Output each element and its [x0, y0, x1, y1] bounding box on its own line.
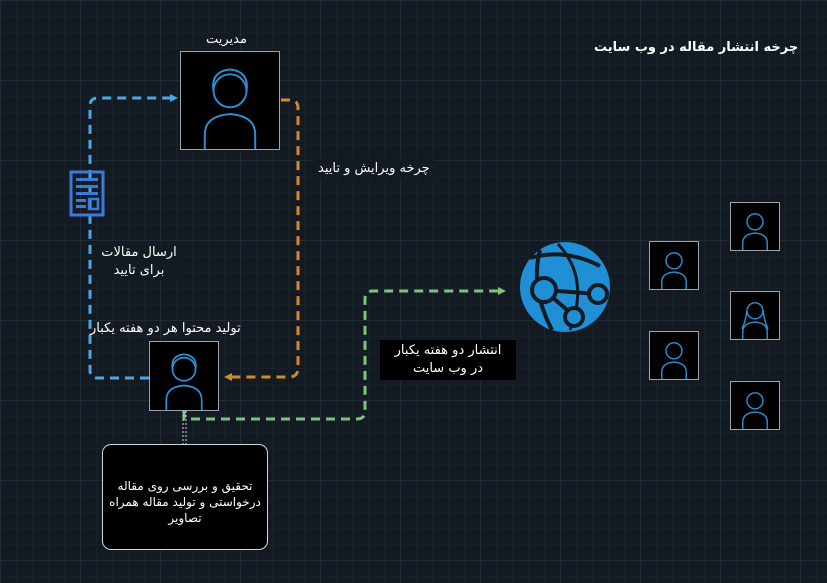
- document-icon: [69, 170, 105, 217]
- publish-arrow: [182, 287, 506, 421]
- send-label-line1: ارسال مقالات: [101, 245, 177, 260]
- writer-label: تولید محتوا هر دو هفته یکبار: [90, 321, 241, 336]
- publish-label-line2: در وب سایت: [412, 361, 484, 376]
- user-avatar-icon: [661, 252, 687, 289]
- writer-avatar: [149, 341, 219, 411]
- user-avatar-icon: [661, 342, 687, 379]
- publish-label: انتشار دو هفته یکبار در وب سایت: [380, 340, 516, 380]
- edit-approval-cycle-arrow: [224, 98, 300, 381]
- audience-avatar-2: [649, 241, 699, 290]
- publish-label-line1: انتشار دو هفته یکبار: [394, 343, 502, 358]
- task-note: تحقیق و بررسی روی مقاله درخواستی و تولید…: [102, 444, 268, 550]
- user-avatar-icon: [742, 392, 768, 429]
- audience-avatar-3: [730, 291, 780, 340]
- manager-label: مدیریت: [206, 32, 247, 47]
- user-avatar-icon: [741, 302, 769, 339]
- audience-avatar-1: [730, 202, 780, 251]
- manager-avatar: [180, 51, 280, 150]
- send-for-approval-label: ارسال مقالات برای تایید: [96, 244, 182, 280]
- web-app-globe-icon: [510, 238, 620, 336]
- edit-cycle-label: چرخه ویرایش و تایید: [314, 159, 434, 178]
- send-for-approval-arrow: [88, 94, 178, 380]
- send-label-line2: برای تایید: [113, 263, 165, 278]
- user-avatar-icon: [203, 68, 257, 149]
- diagram-title: چرخه انتشار مقاله در وب سایت: [594, 40, 799, 55]
- audience-avatar-5: [730, 381, 780, 430]
- user-avatar-icon: [742, 213, 768, 250]
- user-avatar-icon: [165, 353, 203, 410]
- audience-avatar-4: [649, 331, 699, 380]
